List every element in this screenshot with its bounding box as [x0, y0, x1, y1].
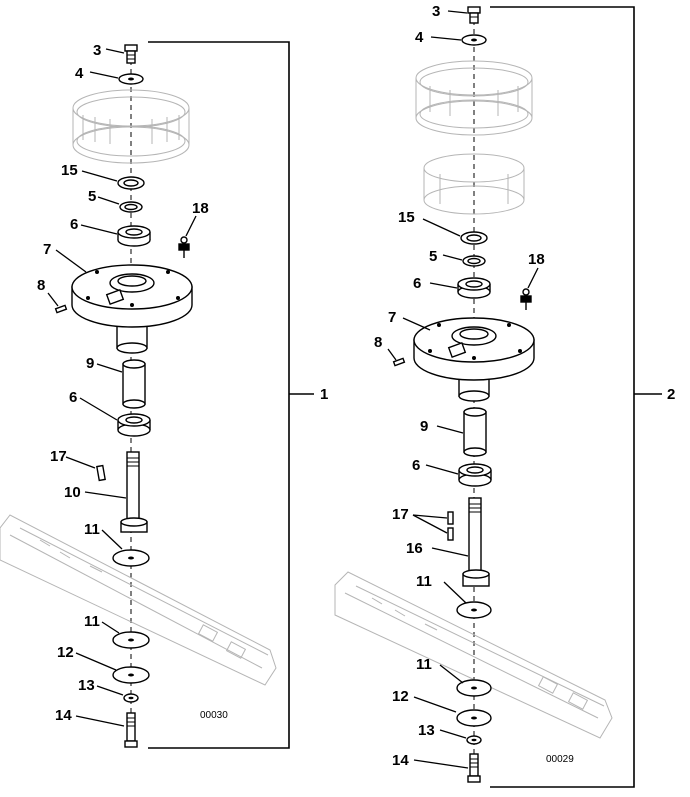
callout: 3 [432, 3, 440, 20]
assembly-2-part-17-keys [447, 511, 454, 541]
assembly-2-part-3-bolt [467, 6, 481, 24]
callout: 7 [388, 309, 396, 326]
assembly-1-part-8-pin [54, 304, 68, 314]
callout: 8 [374, 334, 382, 351]
callout: 6 [413, 275, 421, 292]
callout: 11 [84, 613, 100, 630]
assembly-1-drawing-code: 00030 [200, 710, 228, 721]
assembly-2: 3 4 15 5 6 18 7 8 9 6 17 16 11 11 12 13 … [334, 3, 675, 788]
assembly-1-part-6-upper-bearing [117, 225, 151, 247]
callout: 17 [50, 448, 67, 465]
callout: 14 [55, 707, 72, 724]
assembly-2-part-15-seal [460, 231, 488, 245]
callout: 10 [64, 484, 81, 501]
callout: 5 [88, 188, 96, 205]
assembly-2-part-13-lock-washer [466, 735, 482, 745]
assembly-1-part-4-washer [118, 73, 144, 85]
assembly-2-ghost-pulley-lower [423, 153, 525, 215]
assembly-1-part-12-washer [112, 666, 150, 684]
assembly-2-part-8-pin [392, 357, 406, 367]
callout: 11 [416, 656, 432, 673]
assembly-1-part-11-upper-washer [112, 549, 150, 567]
callout: 18 [528, 251, 545, 268]
callout: 12 [57, 644, 74, 661]
assembly-2-part-11-upper-washer [456, 601, 492, 619]
assembly-1-part-9-spacer-tube [122, 359, 146, 409]
assembly-1-ghost-blade [0, 514, 277, 686]
assembly-2-part-6-upper-bearing [457, 277, 491, 299]
callout: 4 [75, 65, 84, 82]
assembly-2-ghost-pulley-upper [415, 60, 533, 136]
callout: 5 [429, 248, 437, 265]
callout: 11 [84, 521, 100, 538]
callout: 17 [392, 506, 409, 523]
assembly-1-part-17-key [96, 464, 106, 482]
assembly-1-part-10-spindle-shaft [120, 451, 148, 533]
callout: 6 [70, 216, 78, 233]
callout: 6 [412, 457, 420, 474]
assembly-2-part-6-lower-bearing [458, 463, 492, 487]
callout: 9 [420, 418, 428, 435]
assembly-1-part-3-bolt [124, 44, 138, 64]
assembly-2-part-18-grease-fitting [520, 288, 532, 310]
assembly-1-callouts: 3 4 15 5 6 18 7 8 9 6 17 10 11 11 12 13 … [37, 42, 209, 724]
assembly-2-drawing-code: 00029 [546, 754, 574, 765]
callout: 13 [78, 677, 95, 694]
callout: 12 [392, 688, 409, 705]
assembly-1-ghost-pulley [72, 89, 190, 164]
callout: 14 [392, 752, 409, 769]
assembly-1-group-label: 1 [320, 386, 328, 403]
assembly-1-part-18-grease-fitting [178, 236, 190, 258]
callout: 13 [418, 722, 435, 739]
assembly-2-ghost-blade [334, 571, 613, 739]
callout: 15 [61, 162, 78, 179]
assembly-1-part-14-bolt [124, 712, 138, 748]
assembly-1-part-11-lower-washer [112, 631, 150, 649]
callout: 11 [416, 573, 432, 590]
callout: 6 [69, 389, 77, 406]
assembly-2-part-7-spindle-housing [413, 317, 535, 402]
assembly-1-part-7-spindle-housing [71, 264, 193, 354]
callout: 9 [86, 355, 94, 372]
callout: 8 [37, 277, 45, 294]
assembly-2-part-4-washer [461, 34, 487, 46]
callout: 15 [398, 209, 415, 226]
assembly-2-part-14-bolt [467, 753, 481, 783]
assembly-2-callouts: 3 4 15 5 6 18 7 8 9 6 17 16 11 11 12 13 … [374, 3, 545, 769]
assembly-2-part-16-spindle-shaft [462, 497, 490, 587]
callout: 7 [43, 241, 51, 258]
callout: 16 [406, 540, 423, 557]
assembly-1-bracket [148, 41, 290, 749]
assembly-1-part-15-seal [117, 176, 145, 190]
assembly-2-bracket [490, 6, 635, 788]
callout: 3 [93, 42, 101, 59]
assembly-1: 3 4 15 5 6 18 7 8 9 6 17 10 11 11 12 13 … [0, 41, 328, 749]
callout: 18 [192, 200, 209, 217]
assembly-2-part-11-lower-washer [456, 679, 492, 697]
assembly-1-part-6-lower-bearing [117, 413, 151, 437]
assembly-1-part-13-lock-washer [123, 693, 139, 703]
assembly-2-part-12-washer [456, 709, 492, 727]
assembly-2-part-5-spacer [462, 255, 486, 267]
assembly-1-part-5-spacer [119, 201, 143, 213]
assembly-2-part-9-spacer-tube [463, 407, 487, 457]
assembly-2-group-label: 2 [667, 386, 675, 403]
assembly-1-leader-lines [47, 48, 197, 727]
assembly-2-leader-lines [387, 10, 539, 769]
callout: 4 [415, 29, 424, 46]
